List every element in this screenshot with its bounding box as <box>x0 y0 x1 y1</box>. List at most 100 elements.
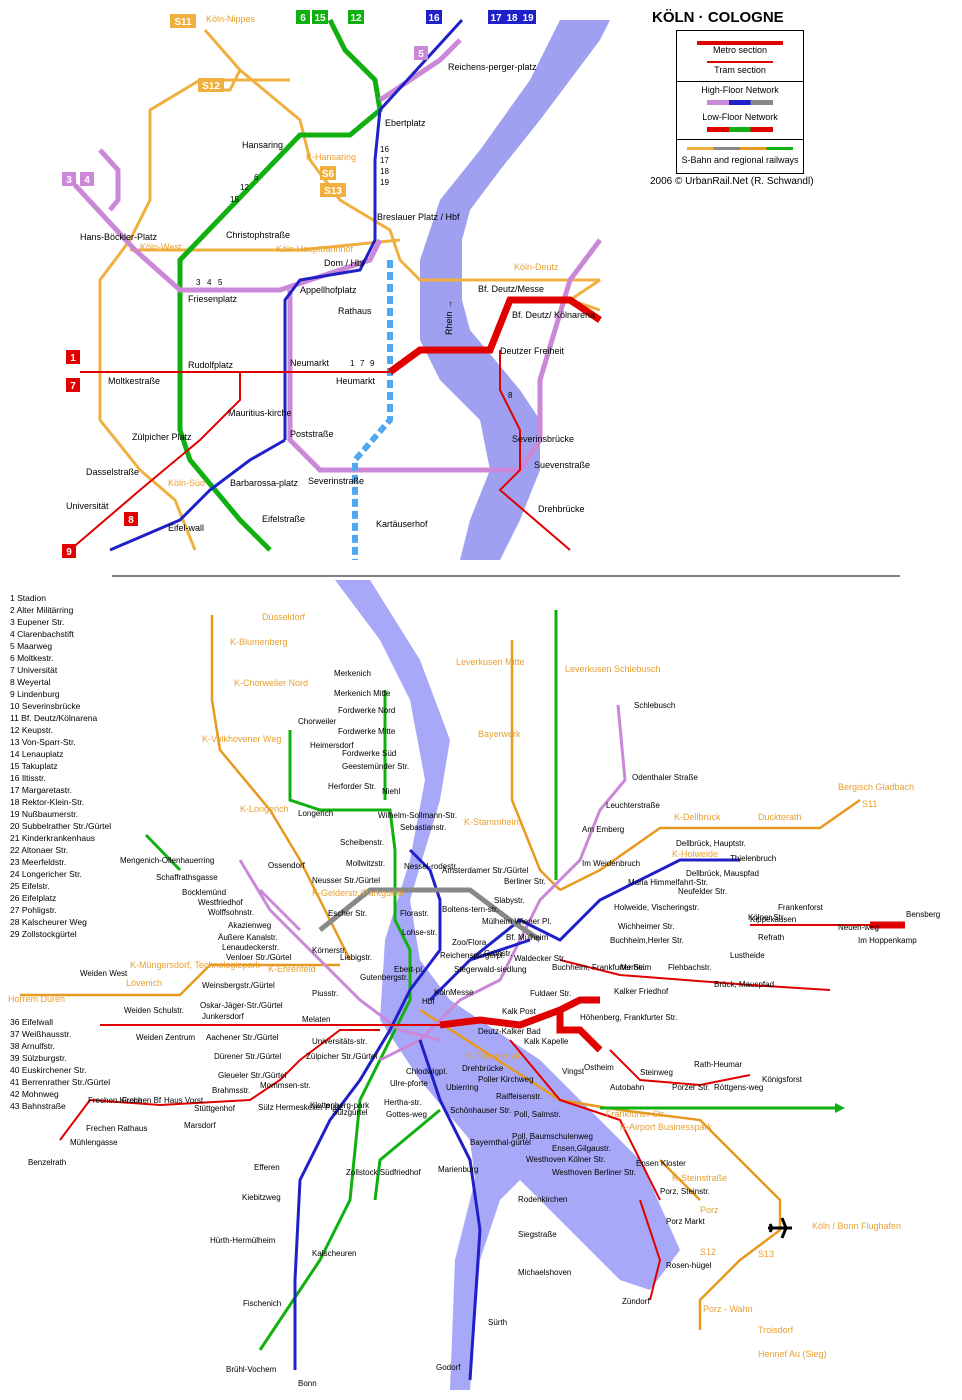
station-label: Horrem Düren <box>8 994 65 1004</box>
station-label: Leverkusen Schlebusch <box>565 664 661 674</box>
line-badge-label: S6 <box>322 169 335 180</box>
station-label: Mengenich-Ollenhauerring <box>120 856 214 865</box>
station-label: Dürener Str./Gürtel <box>214 1052 281 1061</box>
station-label: Niehl <box>382 787 400 796</box>
low-floor-swatch <box>707 127 773 132</box>
station-label: Merkenich <box>334 669 371 678</box>
station-list-item: 19 Nußbaumerstr. <box>10 809 79 819</box>
line-badge-label: S13 <box>324 186 342 197</box>
rhine-river-bottom <box>335 580 680 1390</box>
station-label: Frankenforst <box>778 903 824 912</box>
station-list-item: 20 Subbelrather Str./Gürtel <box>10 821 112 831</box>
station-label: Porz <box>700 1205 719 1215</box>
station-label: Körnerstr. <box>312 946 347 955</box>
line-badge: 9 <box>62 544 76 558</box>
station-label: Rath-Heumar <box>694 1060 742 1069</box>
station-list-item: 26 Eifelplatz <box>10 893 57 903</box>
line-badge-label: 1 <box>70 353 76 364</box>
station-label: Kalker Friedhof <box>614 987 669 996</box>
station-label: Hans-Böckler-Platz <box>80 232 158 242</box>
station-label: Mauritius-kirche <box>228 408 292 418</box>
station-label: Bf. Mülheim <box>506 933 549 942</box>
station-label: K-Trimbornstr. <box>466 1051 523 1061</box>
station-list-item: 17 Margaretastr. <box>10 785 72 795</box>
station-list-item: 15 Takuplatz <box>10 761 58 771</box>
line-number-label: 8 <box>508 391 513 400</box>
station-list-item: 8 Weyertal <box>10 677 51 687</box>
station-label: K-Blumenberg <box>230 637 288 647</box>
top-map: Rhein → <box>69 18 610 560</box>
station-label: Leuchterstraße <box>606 801 660 810</box>
station-label: Sürth <box>488 1318 507 1327</box>
station-label: Röttgens-weg <box>714 1083 763 1092</box>
station-label: Fordwerke Mitte <box>338 727 396 736</box>
station-label: Escher Str. <box>328 909 367 918</box>
station-label: Ebertplatz <box>385 118 426 128</box>
legend-divider-2 <box>677 139 803 140</box>
green-lines-bottom <box>144 610 835 1351</box>
station-label: Reichenspergerpl. <box>440 951 505 960</box>
station-label: Poststraße <box>290 429 334 439</box>
legend-low-floor: Low-Floor Network <box>702 112 778 122</box>
station-label: Grünstr. <box>484 949 512 958</box>
station-list-item: 38 Arnulfstr. <box>10 1041 55 1051</box>
page-title: KÖLN · COLOGNE <box>652 9 784 26</box>
station-label: Sülz Hermeskeiler Platz <box>258 1103 343 1112</box>
station-label: Troisdorf <box>758 1325 794 1335</box>
station-label: Lövenich <box>126 978 162 988</box>
line-badge: S13 <box>320 183 346 197</box>
green-line-top <box>177 18 383 552</box>
station-list-item: 4 Clarenbachstift <box>10 629 74 639</box>
line-badge-label: S11 <box>174 17 192 28</box>
station-label: S12 <box>700 1247 716 1257</box>
station-list-item: 1 Stadion <box>10 593 46 603</box>
station-label: Chlodwigpl. <box>406 1067 447 1076</box>
station-list-item: 28 Kalscheurer Weg <box>10 917 87 927</box>
station-label: Sülzgürtel <box>332 1108 368 1117</box>
station-list-item: 41 Berrenrather Str./Gürtel <box>10 1077 111 1087</box>
station-label: Boltens-tern-str. <box>442 905 498 914</box>
station-label: Merheim <box>620 963 651 972</box>
red-metro-top <box>387 296 602 375</box>
legend-tram: Tram section <box>714 65 766 75</box>
station-label: Duckterath <box>758 812 802 822</box>
line-badge: 15 <box>312 10 328 24</box>
station-label: Heumarkt <box>336 376 376 386</box>
station-label: Raiffeisenstr. <box>496 1092 542 1101</box>
line-number-label: 3 <box>196 278 201 287</box>
station-label: Frechen Kirche <box>88 1096 143 1105</box>
station-label: Barbarossa-platz <box>230 478 299 488</box>
station-label: Kippekausen <box>750 915 796 924</box>
station-label: Junkersdorf <box>202 1012 245 1021</box>
line-badge: 12 <box>348 10 364 24</box>
station-label: Piusstr. <box>312 989 338 998</box>
station-label: Am Emberg <box>582 825 624 834</box>
station-label: Aachener Str./Gürtel <box>206 1033 279 1042</box>
station-list-item: 12 Keupstr. <box>10 725 54 735</box>
station-label: K-Steinstraße <box>672 1173 727 1183</box>
station-list-item: 29 Zollstockgürtel <box>10 929 77 939</box>
station-label: Drehbrücke <box>538 504 585 514</box>
station-label: Siegstraße <box>518 1230 557 1239</box>
station-list-item: 9 Lindenburg <box>10 689 60 699</box>
red-lines-top <box>69 350 571 551</box>
line-badge: S12 <box>198 78 224 92</box>
station-label: Appellhofplatz <box>300 285 357 295</box>
line-badge-label: 6 <box>300 13 306 24</box>
station-label: Im Weidenbruch <box>582 859 640 868</box>
grey-line-bottom <box>318 887 542 943</box>
station-label: Godorf <box>436 1363 461 1372</box>
station-label: Köln Hauptbahnhof <box>276 244 354 254</box>
line-number-label: 4 <box>207 278 212 287</box>
line-badge-label: 3 <box>66 175 72 186</box>
station-label: Marsdorf <box>184 1121 216 1130</box>
station-list-item: 13 Von-Sparr-Str. <box>10 737 76 747</box>
line-badge: 7 <box>66 378 80 392</box>
station-label: Frechen Bf <box>122 1096 162 1105</box>
rhine-label: Rhein → <box>444 300 454 335</box>
station-label: Bergisch Gladbach <box>838 782 914 792</box>
legend-divider <box>677 81 803 82</box>
line-number-label: 1 <box>350 359 355 368</box>
station-label: Buchheim, Frankfurter Str. <box>552 963 645 972</box>
line-badge: 17 <box>488 10 504 24</box>
